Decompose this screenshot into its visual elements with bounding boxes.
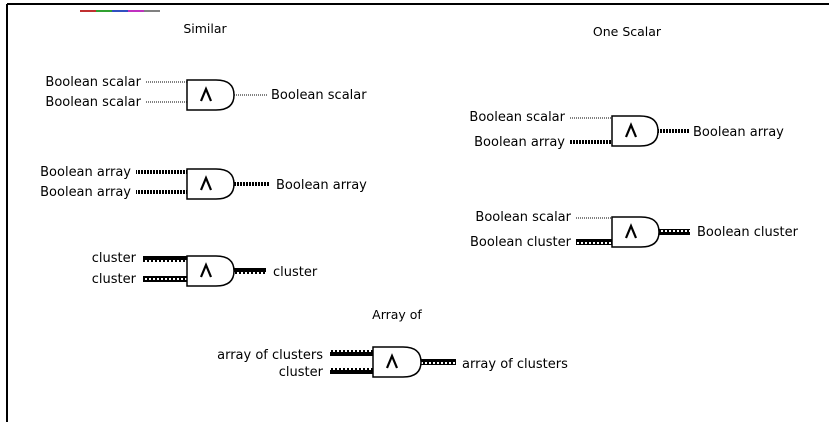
gate-diagram-arrayofclusters-cluster: array of clusters cluster array of clust… (217, 346, 568, 380)
input-wire-2 (576, 239, 612, 245)
output-label: cluster (273, 265, 318, 280)
input-label-1: Boolean scalar (475, 210, 571, 225)
color-strip-segment (80, 10, 96, 12)
color-strip-segment (128, 10, 144, 12)
output-wire (421, 359, 456, 365)
input-wire-1 (330, 350, 373, 356)
gate-diagram-cluster-cluster: cluster cluster cluster (92, 251, 318, 287)
input-label-1: cluster (92, 251, 137, 266)
input-wire-2 (136, 190, 187, 194)
gate-diagram-scalar-array: Boolean scalar Boolean array Boolean arr… (469, 110, 784, 150)
input-label-2: Boolean cluster (470, 235, 572, 250)
gate-diagram-array-array: Boolean array Boolean array Boolean arra… (40, 165, 367, 200)
and-symbol-icon (385, 353, 399, 369)
input-wire-2 (330, 368, 373, 374)
input-label-2: cluster (92, 272, 137, 287)
input-wire-2 (570, 140, 612, 144)
output-label: Boolean array (693, 125, 784, 140)
and-gate-icon (611, 115, 659, 147)
color-strip-segment (144, 10, 160, 12)
and-symbol-icon (624, 223, 638, 239)
heading-similar: Similar (183, 21, 227, 36)
heading-array-of: Array of (372, 307, 422, 322)
input-label-1: array of clusters (217, 348, 323, 363)
input-wire-1 (143, 256, 187, 262)
and-symbol-icon (199, 262, 213, 278)
input-label-1: Boolean scalar (469, 110, 565, 125)
input-label-1: Boolean array (40, 165, 131, 180)
gate-diagram-scalar-scalar: Boolean scalar Boolean scalar Boolean sc… (45, 75, 367, 111)
output-wire (658, 129, 690, 133)
color-strip-segment (96, 10, 112, 12)
and-gate-icon (611, 216, 660, 248)
output-label: Boolean cluster (697, 225, 799, 240)
output-wire (659, 229, 690, 235)
output-label: Boolean array (276, 178, 367, 193)
and-symbol-icon (199, 86, 213, 102)
input-wire-1 (136, 170, 187, 174)
and-gate-icon (186, 255, 235, 287)
input-wire-2 (143, 276, 187, 282)
and-symbol-icon (624, 122, 638, 138)
input-label-2: Boolean scalar (45, 95, 141, 110)
output-label: Boolean scalar (271, 88, 367, 103)
output-wire (234, 182, 270, 186)
input-label-2: cluster (279, 365, 324, 380)
input-label-1: Boolean scalar (45, 75, 141, 90)
color-strip-segment (112, 10, 128, 12)
and-gate-icon (186, 79, 235, 111)
output-wire (234, 268, 266, 274)
heading-one-scalar: One Scalar (593, 24, 662, 39)
input-label-2: Boolean array (474, 135, 565, 150)
input-label-2: Boolean array (40, 185, 131, 200)
color-strip (80, 10, 160, 12)
gate-diagram-scalar-cluster: Boolean scalar Boolean cluster Boolean c… (470, 210, 799, 250)
output-label: array of clusters (462, 357, 568, 372)
and-gate-icon (372, 346, 422, 378)
and-gate-icon (186, 168, 235, 200)
and-symbol-icon (199, 175, 213, 191)
